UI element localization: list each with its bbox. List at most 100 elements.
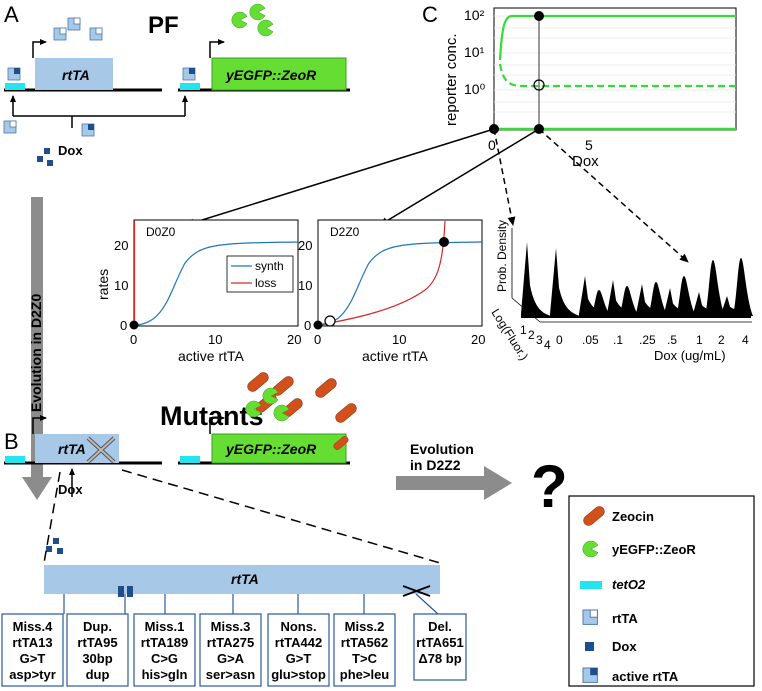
density-peaks	[521, 242, 753, 318]
rtta-bar-label: rtTA	[231, 571, 259, 587]
dox-icon	[47, 160, 53, 166]
density-peak	[521, 242, 551, 318]
deletion-cross-icon	[402, 585, 431, 597]
mutation-text: G>T	[20, 651, 46, 666]
teto2-site	[5, 456, 25, 463]
pf-label: PF	[148, 12, 179, 39]
density-peak	[579, 276, 609, 318]
panel-b: B Mutants rtTA Dox yEGFP::ZeoR	[1, 370, 568, 687]
density-peak	[636, 284, 666, 318]
teto2-icon	[580, 581, 602, 589]
xtick-label: 20	[471, 332, 485, 347]
gene2-label: yEGFP::ZeoR	[225, 441, 317, 457]
promoter-arrow	[209, 415, 225, 434]
stable-point	[534, 11, 544, 21]
unstable-point	[533, 79, 545, 91]
synth-curve	[317, 241, 483, 326]
mutation-text: Dup.	[83, 619, 112, 634]
xtick-label: 0	[556, 333, 563, 347]
density-peak	[693, 292, 723, 318]
dup-marker	[118, 586, 124, 597]
mutation-text: C>G	[151, 651, 178, 666]
xtick-label: 0	[130, 332, 137, 347]
yegfp-gene	[211, 433, 347, 464]
xtick-label: .25	[639, 333, 656, 347]
xtick-label: .1	[613, 333, 623, 347]
mutation-text: Miss.4	[13, 619, 54, 634]
mutation-text: glu>stop	[271, 667, 326, 682]
ytick-label: 20	[114, 238, 128, 253]
density-peak	[664, 288, 694, 318]
zeocin-icon	[333, 401, 359, 425]
y-axis-label: rates	[95, 269, 111, 300]
ytick-label: 0	[304, 318, 311, 333]
active-rtta-icon	[81, 123, 95, 137]
mutation-text: Miss.3	[211, 619, 251, 634]
active-rtta-icon	[582, 667, 599, 684]
unstable-branch	[498, 63, 736, 88]
legend-label: Zeocin	[612, 509, 654, 524]
ytick-label: 10¹	[464, 44, 485, 60]
plot-3d-density: Prob. Density Log(Fluor.) 1 2 3 4 0 .05 …	[488, 220, 753, 363]
zeocin-icon	[313, 376, 339, 400]
yegfp-gene	[211, 57, 347, 91]
density-peak	[607, 280, 637, 318]
ytick-label: 4	[544, 338, 551, 352]
rtta-icon	[67, 17, 81, 31]
stable-point	[439, 237, 449, 247]
mutation-text: Del.	[428, 619, 452, 634]
density-peak	[550, 248, 580, 318]
dox-icon	[57, 548, 63, 554]
rtta-icon	[582, 609, 598, 625]
ytick-label: 20	[298, 238, 312, 253]
dup-marker	[127, 586, 133, 597]
evolution-d2z2-label-1: Evolution	[410, 441, 474, 457]
mutation-text: rtTA442	[275, 635, 322, 650]
xtick-label: 1	[696, 333, 703, 347]
dox-icon	[53, 538, 59, 544]
mutation-text: rtTA13	[12, 635, 52, 650]
mutation-text: G>T	[286, 651, 312, 666]
rtta-icon	[89, 27, 103, 41]
teto2-site	[180, 456, 200, 463]
legend-label: yEGFP::ZeoR	[612, 542, 696, 557]
ytick-label: 2	[528, 328, 535, 342]
evolution-d2z2-label-2: in D2Z2	[410, 457, 461, 473]
stable-point	[313, 320, 323, 330]
legend-synth: synth	[255, 259, 284, 273]
dox-icon	[44, 148, 50, 154]
ytick-label: 0	[120, 318, 127, 333]
ytick-label: 10	[114, 278, 128, 293]
synth-curve	[133, 241, 299, 326]
gene1-label: rtTA	[58, 441, 86, 457]
ytick-label: 10⁰	[464, 81, 486, 97]
mutation-text: asp>tyr	[9, 667, 56, 682]
mutation-text: rtTA275	[207, 635, 254, 650]
mutation-text: his>gln	[142, 667, 188, 682]
dox-icon	[585, 642, 594, 651]
dox-icon	[37, 156, 43, 162]
rtta-icon	[3, 120, 17, 134]
promoter-arrow	[32, 39, 47, 58]
rtta-gene	[35, 58, 113, 90]
link-arrow-dashed	[493, 128, 516, 226]
mutation-cross-icon	[86, 436, 116, 464]
mutation-text: Nons.	[280, 619, 316, 634]
promoter-arrow	[209, 39, 225, 58]
mutation-text: Miss.1	[145, 619, 185, 634]
density-peak	[619, 286, 639, 316]
dox-label: Dox	[58, 482, 83, 497]
panel-c: C 10² 10¹ 10⁰ 0 5 Dox reporter conc.	[185, 2, 737, 263]
y-axis-label: reporter conc.	[443, 33, 460, 126]
rtta-bar	[44, 565, 440, 594]
x-axis-label: Dox (ug/mL)	[654, 348, 726, 363]
teto2-site	[180, 83, 200, 90]
yegfp-icon	[249, 3, 266, 21]
mutation-text: phe>leu	[340, 667, 390, 682]
